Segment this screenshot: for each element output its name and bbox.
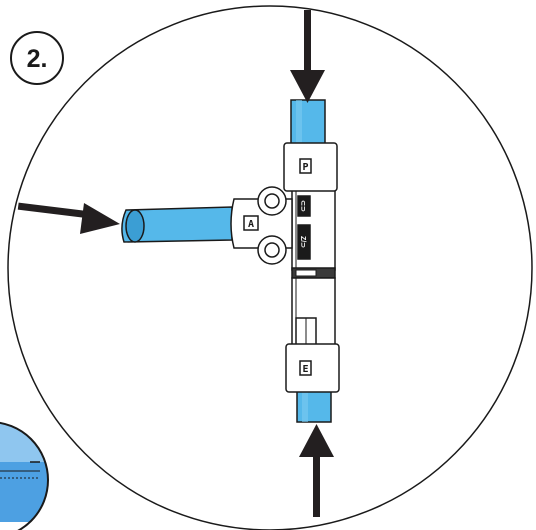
marking-panel-upper — [297, 195, 311, 217]
step-badge-ring — [10, 31, 64, 85]
port-label-bottom: E — [302, 364, 308, 375]
marking-upper: ⊂⊃ — [299, 200, 306, 212]
port-label-top-box — [299, 158, 312, 174]
arrow-down-icon — [290, 10, 325, 103]
step-badge: 2. — [10, 31, 64, 85]
t-fitting: P A ⊂⊃ Z/⊃ E — [230, 142, 340, 393]
mount-hole-lower — [264, 242, 280, 258]
arrow-up-icon — [299, 424, 334, 517]
port-label-side-box — [243, 215, 259, 231]
inset-circle — [0, 421, 49, 530]
port-label-top: P — [302, 162, 308, 173]
arrow-right-icon — [17, 202, 120, 234]
step-label: 2. — [27, 45, 48, 73]
mount-hole-upper — [264, 193, 280, 209]
tube-side — [121, 206, 233, 243]
collet-bottom — [285, 343, 340, 393]
marking-lower: Z/⊃ — [299, 236, 306, 248]
detail-circle — [7, 5, 533, 530]
port-label-side: A — [248, 219, 254, 230]
tube-bottom — [296, 389, 332, 423]
port-label-bottom-box — [299, 360, 312, 376]
marking-panel-lower — [297, 224, 311, 260]
